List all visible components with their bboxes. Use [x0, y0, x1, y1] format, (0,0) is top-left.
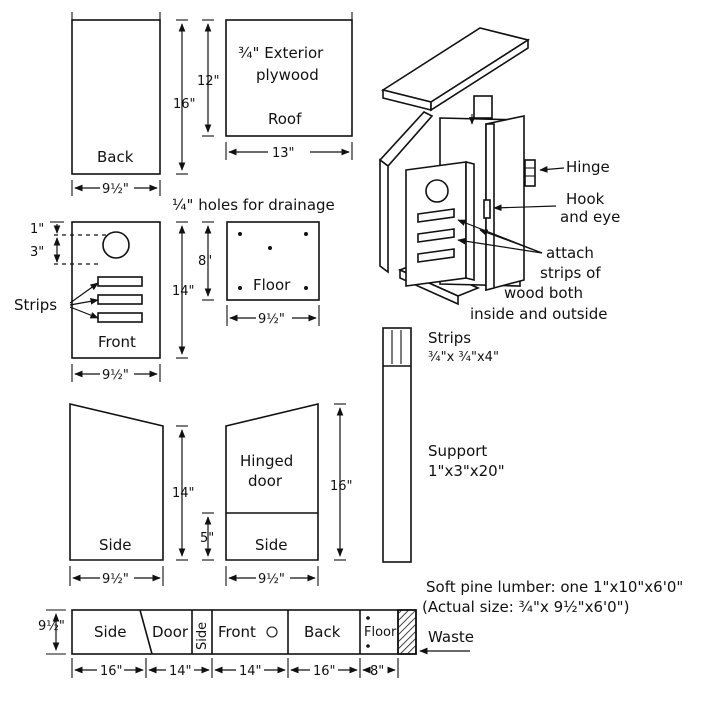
assembled-birdhouse: Hinge Hook and eye attach strips of wood… — [378, 27, 620, 323]
roof-label: Roof — [268, 110, 302, 128]
back-label: Back — [97, 148, 134, 166]
hinged-door-line1: Hinged — [240, 452, 293, 470]
front-width-dim: 9½" — [102, 368, 129, 383]
lumber-cut-back: Back — [304, 623, 341, 641]
lumber-note-line2: (Actual size: ¾"x 9½"x6'0") — [422, 598, 629, 616]
roof-width-dim: 13" — [272, 146, 295, 161]
strips-size: ¾"x ¾"x4" — [428, 350, 499, 365]
length-dim-floor: 8" — [370, 664, 384, 679]
lumber-board: Side Door Side Front Back Floor 9½" Wast… — [38, 609, 474, 655]
hinged-side-panel: Hinged door Side 5" 16" 9½" — [200, 402, 353, 587]
roof-panel: ¾" Exterior plywood Roof 12" 13" — [197, 12, 353, 161]
length-dim-side: 16" — [100, 664, 123, 679]
lumber-note: Soft pine lumber: one 1"x10"x6'0" (Actua… — [422, 578, 683, 616]
hook-label-line1: Hook — [566, 190, 605, 208]
lumber-width-dim: 9½" — [38, 619, 65, 634]
hinged-side-label: Side — [255, 536, 287, 554]
back-panel: Back 16" 9½" — [71, 12, 196, 197]
front-offset-top-dim: 1" — [30, 222, 44, 237]
roof-height-dim: 12" — [197, 74, 220, 89]
length-dim-back: 16" — [313, 664, 336, 679]
attach-label-line3: wood both — [504, 284, 583, 302]
front-strip — [97, 312, 143, 323]
waste-label: Waste — [428, 628, 474, 646]
hinged-lower-dim: 5" — [200, 531, 214, 546]
front-label: Front — [98, 333, 136, 351]
front-panel: 1" 3" Strips Front 14" 9½" — [14, 221, 195, 383]
support-post: Strips ¾"x ¾"x4" Support 1"x3"x20" — [382, 327, 505, 563]
side-panel: Side 14" 9½" — [69, 402, 195, 587]
length-dim-door: 14" — [169, 664, 192, 679]
side-height-dim: 14" — [172, 486, 195, 501]
side-width-dim: 9½" — [102, 572, 129, 587]
lumber-cut-front: Front — [218, 623, 256, 641]
drainage-note: ¼" holes for drainage — [172, 196, 335, 214]
side-label: Side — [99, 536, 131, 554]
front-strip — [97, 276, 143, 287]
hinged-height-dim: 16" — [330, 479, 353, 494]
roof-material-line1: ¾" Exterior — [238, 44, 324, 62]
floor-label: Floor — [253, 276, 291, 294]
hinged-door-line2: door — [248, 472, 283, 490]
hinge-label: Hinge — [566, 158, 610, 176]
front-height-dim: 14" — [172, 284, 195, 299]
support-size: 1"x3"x20" — [428, 462, 505, 480]
hinged-width-dim: 9½" — [258, 572, 285, 587]
lumber-length-dims: 16" 14" 14" 16" 8" — [71, 658, 399, 679]
lumber-note-line1: Soft pine lumber: one 1"x10"x6'0" — [426, 578, 683, 596]
floor-panel: Floor 8" 9½" — [198, 221, 320, 327]
attach-label-line1: attach — [546, 244, 594, 262]
strips-title: Strips — [428, 329, 471, 347]
floor-width-dim: 9½" — [258, 312, 285, 327]
roof-material-line2: plywood — [256, 66, 319, 84]
lumber-cut-side: Side — [94, 623, 126, 641]
back-height-dim: 16" — [173, 97, 196, 112]
lumber-cut-floor: Floor — [364, 625, 397, 640]
support-title: Support — [428, 442, 487, 460]
entrance-hole — [102, 231, 130, 259]
length-dim-front: 14" — [239, 664, 262, 679]
front-strip — [97, 294, 143, 305]
lumber-cut-side-small: Side — [195, 622, 210, 650]
back-width-dim: 9½" — [102, 182, 129, 197]
front-offset-hole-dim: 3" — [30, 245, 44, 260]
floor-height-dim: 8" — [198, 254, 212, 269]
lumber-cut-door: Door — [152, 623, 189, 641]
attach-label-line4: inside and outside — [470, 305, 607, 323]
strips-label: Strips — [14, 296, 57, 314]
hook-label-line2: and eye — [560, 208, 620, 226]
attach-label-line2: strips of — [540, 264, 601, 282]
waste-section — [397, 609, 417, 655]
